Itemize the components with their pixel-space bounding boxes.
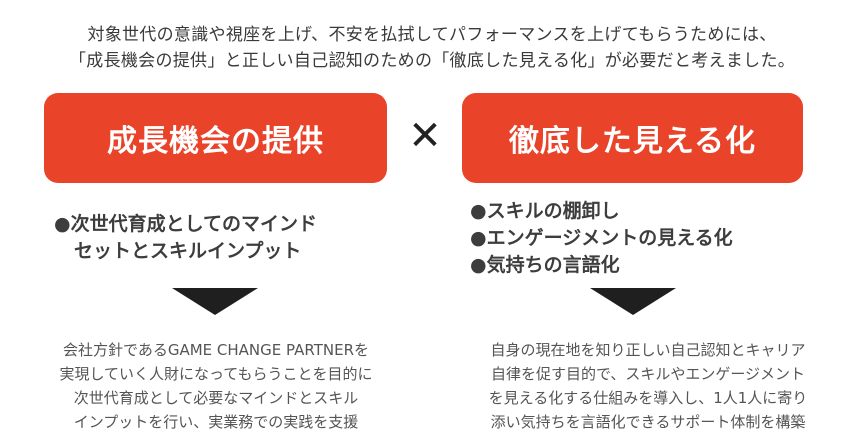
growth-description-line: 実現していく人財になってもらうことを目的に xyxy=(59,365,373,383)
visualization-label: 徹底した見える化 xyxy=(508,124,757,159)
growth-opportunity-label: 成長機会の提供 xyxy=(107,124,324,159)
growth-description-line: インプットを行い、実業務での実践を支援 xyxy=(73,413,359,431)
visualization-box: 徹底した見える化 xyxy=(462,93,803,183)
growth-opportunity-box: 成長機会の提供 xyxy=(44,93,387,183)
growth-description-line: 次世代育成として必要なマインドとスキル xyxy=(73,389,359,407)
growth-bullet-item-continuation: セットとスキルインプット xyxy=(74,240,302,262)
visualization-bullet-item-feelings: ●気持ちの言語化 xyxy=(470,254,620,276)
intro-line-2: 「成長機会の提供」と正しい自己認知のための「徹底した見える化」が必要だと考えまし… xyxy=(68,51,796,71)
growth-description-line: 会社方針であるGAME CHANGE PARTNERを xyxy=(63,341,369,359)
down-arrow-icon xyxy=(590,288,676,315)
visualization-bullet-item-skills: ●スキルの棚卸し xyxy=(470,200,620,222)
intro-line-1: 対象世代の意識や視座を上げ、不安を払拭してパフォーマンスを上げてもらうためには、 xyxy=(87,25,777,45)
visualization-description-line: 添い気持ちを言語化できるサポート体制を構築 xyxy=(490,413,806,431)
visualization-description: 自身の現在地を知り正しい自己認知とキャリア 自律を促す目的で、スキルやエンゲージ… xyxy=(432,338,864,434)
visualization-bullet-item-engagement: ●エンゲージメントの見える化 xyxy=(470,227,733,249)
visualization-bullet-list: ●スキルの棚卸し ●エンゲージメントの見える化 ●気持ちの言語化 xyxy=(470,198,810,279)
growth-bullet-list: ●次世代育成としてのマインド セットとスキルインプット xyxy=(54,211,394,265)
multiply-icon: ✕ xyxy=(408,113,442,159)
growth-bullet-item: ●次世代育成としてのマインド xyxy=(54,213,318,235)
growth-description: 会社方針であるGAME CHANGE PARTNERを 実現していく人財になって… xyxy=(0,338,432,434)
visualization-description-line: 自身の現在地を知り正しい自己認知とキャリア xyxy=(490,341,806,359)
down-arrow-icon xyxy=(172,288,258,315)
visualization-description-line: 自律を促す目的で、スキルやエンゲージメント xyxy=(490,365,806,383)
visualization-description-line: を見える化する仕組みを導入し、1人1人に寄り xyxy=(488,389,808,407)
